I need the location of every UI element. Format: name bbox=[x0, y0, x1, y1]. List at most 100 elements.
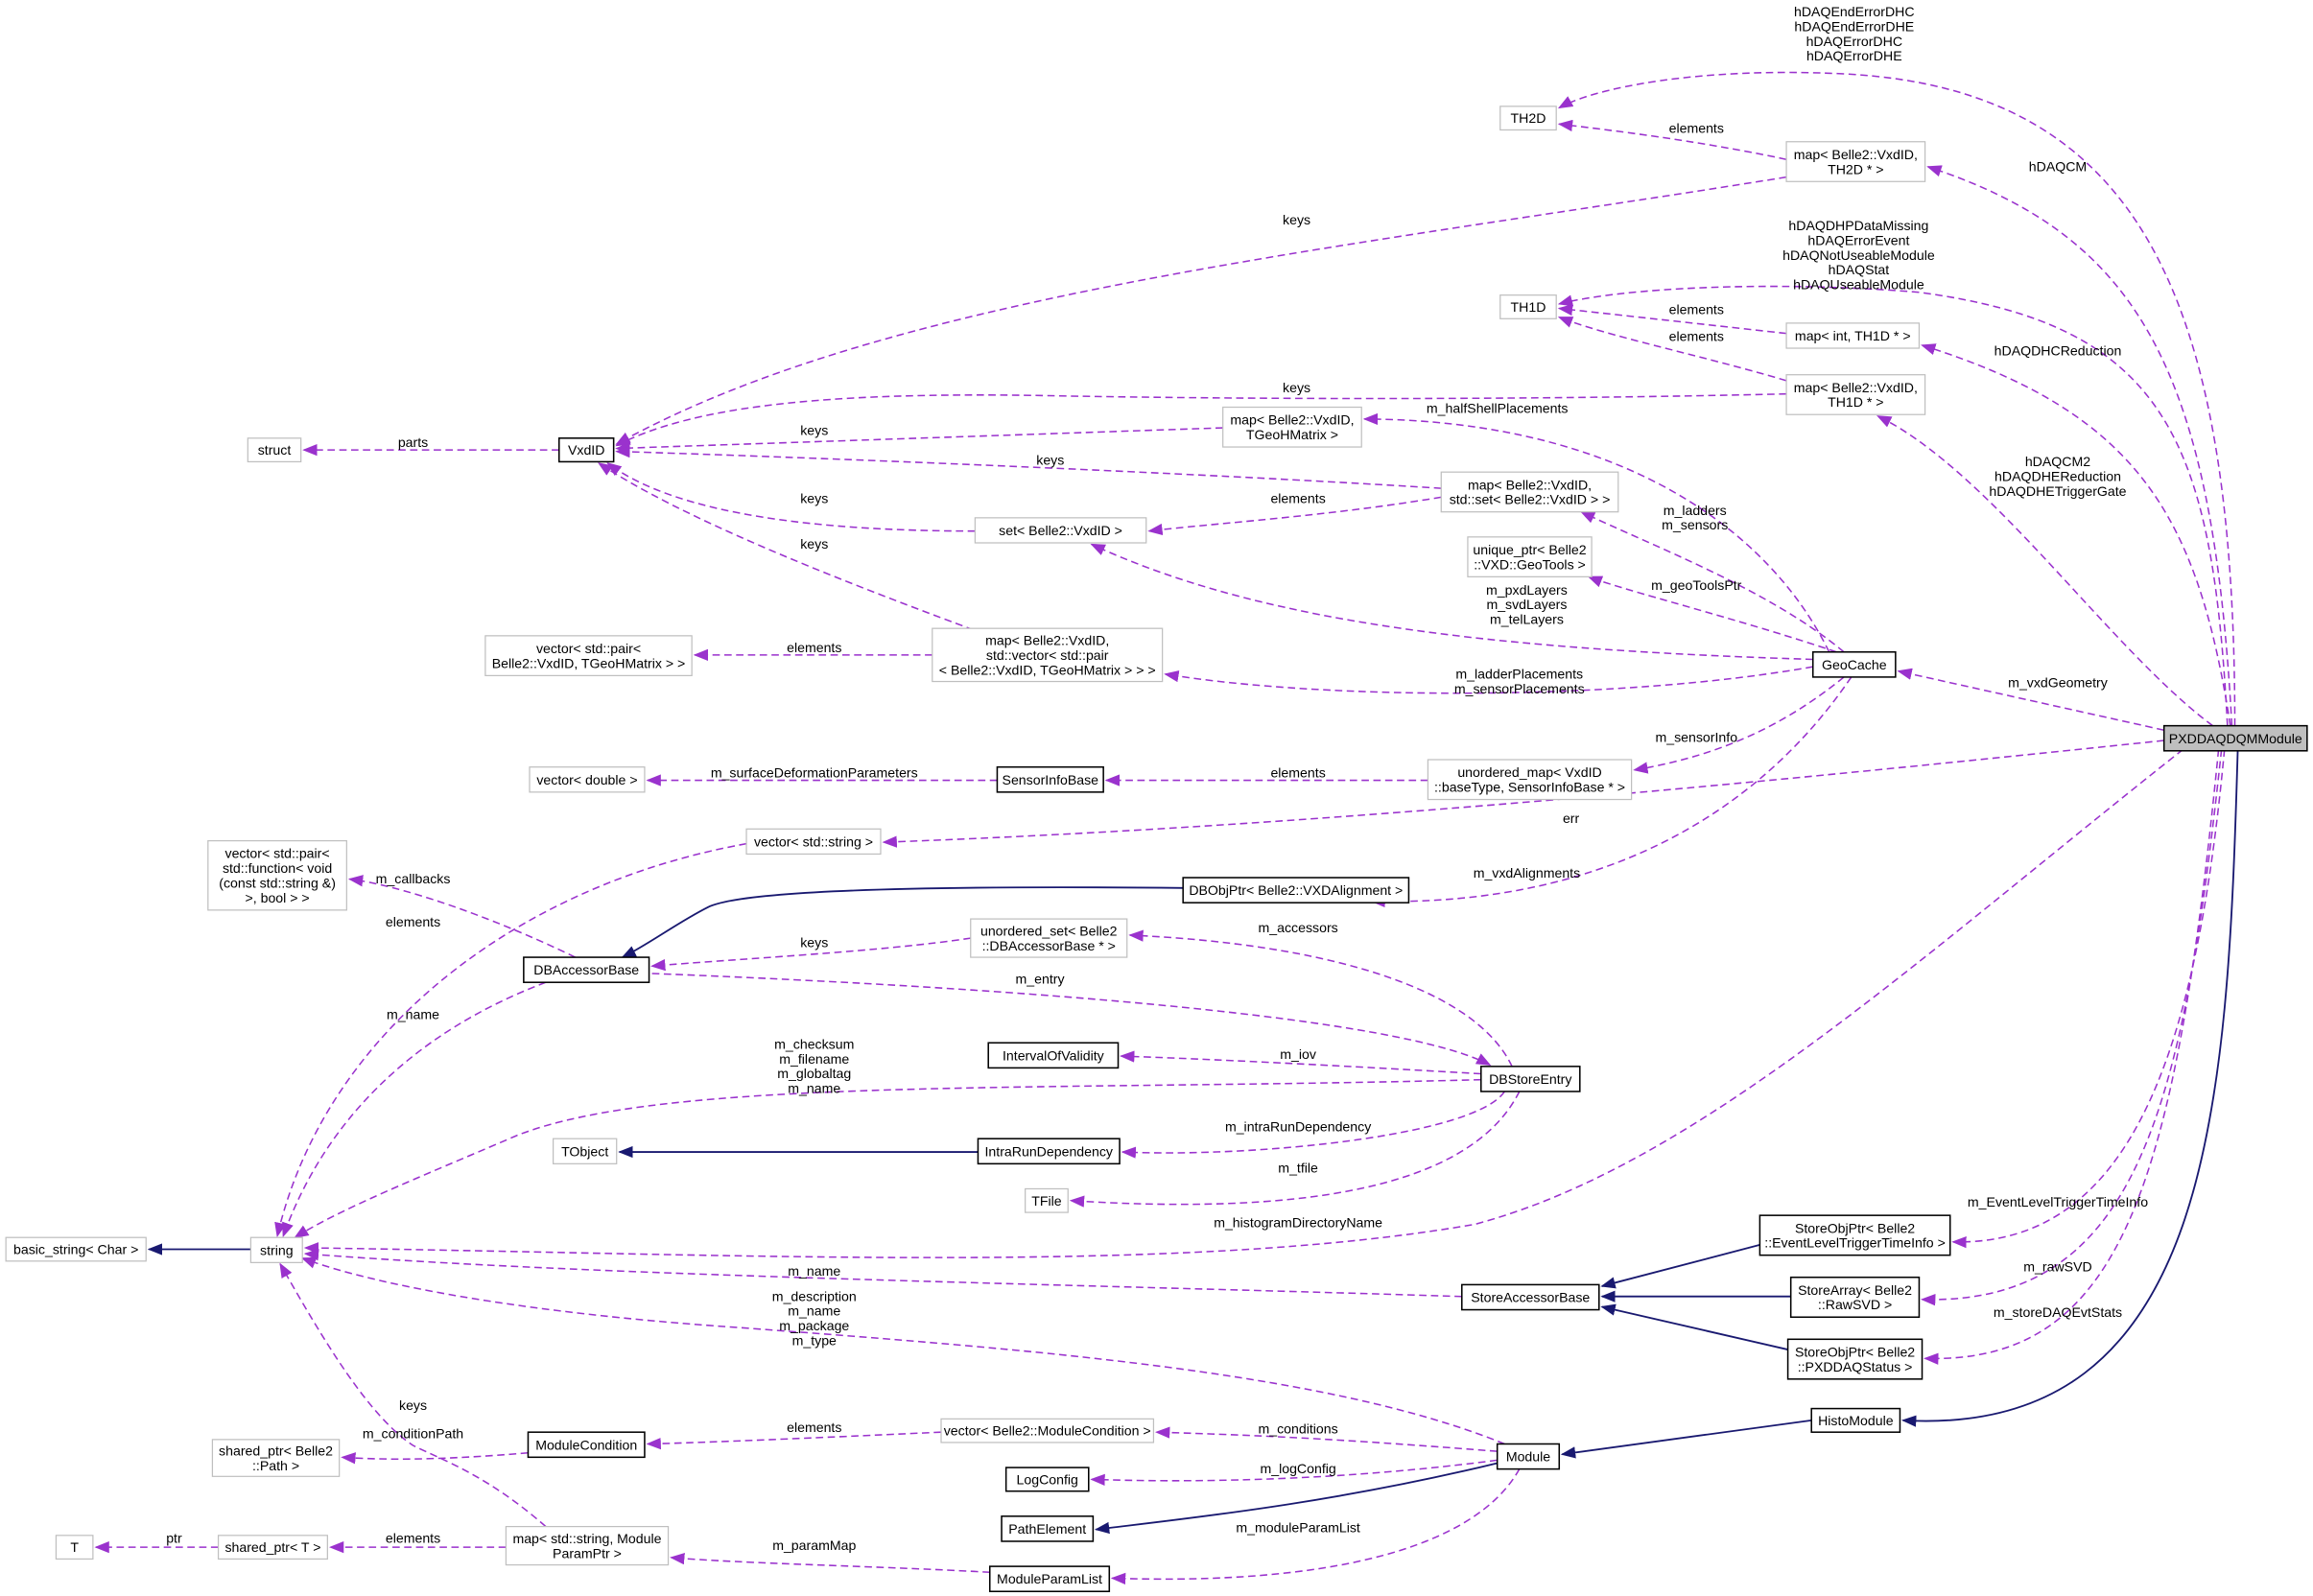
class-node-set_vxd[interactable]: set< Belle2::VxdID > bbox=[974, 517, 1147, 544]
class-node-pathelement[interactable]: PathElement bbox=[1001, 1515, 1095, 1542]
class-node-label-line: ::Path > bbox=[252, 1458, 299, 1473]
class-node-label-line: ::DBAccessorBase * > bbox=[982, 938, 1116, 953]
class-node-storeaccessorbase[interactable]: StoreAccessorBase bbox=[1461, 1283, 1600, 1311]
usage-edge-unordered_set_dba-to-dbaccessorbase bbox=[650, 937, 971, 972]
class-node-map_vxd_set[interactable]: map< Belle2::VxdID,std::set< Belle2::Vxd… bbox=[1440, 471, 1619, 513]
class-node-geocache[interactable]: GeoCache bbox=[1811, 651, 1897, 678]
edge-label-dbstoreentry-to-tfile: m_tfile bbox=[1278, 1161, 1318, 1176]
class-node-box bbox=[217, 1535, 328, 1561]
class-node-label-line: < Belle2::VxdID, TGeoHMatrix > > > bbox=[939, 662, 1156, 677]
class-node-histomodule[interactable]: HistoModule bbox=[1810, 1407, 1901, 1433]
class-node-struct[interactable]: struct bbox=[247, 437, 302, 463]
edge-label-map_string_param-to-string: keys bbox=[399, 1397, 427, 1413]
usage-edge-pxd-to-storearray_rawsvd bbox=[1920, 749, 2223, 1306]
edge-label-map_vxd_set-to-vxdid: keys bbox=[1036, 452, 1064, 467]
class-node-map_vxd_th2d[interactable]: map< Belle2::VxdID,TH2D * > bbox=[1785, 141, 1926, 182]
class-node-logconfig[interactable]: LogConfig bbox=[1004, 1467, 1090, 1492]
class-node-box bbox=[1785, 374, 1926, 415]
class-node-label: map< Belle2::VxdID,TH1D * > bbox=[1794, 380, 1918, 410]
class-node-moduleparamlist[interactable]: ModuleParamList bbox=[988, 1565, 1111, 1593]
class-node-label: vector< std::string > bbox=[754, 833, 873, 849]
class-node-unordered_set_dba[interactable]: unordered_set< Belle2::DBAccessorBase * … bbox=[970, 918, 1128, 958]
class-node-string[interactable]: string bbox=[249, 1236, 303, 1263]
edge-label-line: m_pxdLayers bbox=[1486, 582, 1568, 598]
class-node-unique_geotools[interactable]: unique_ptr< Belle2::VXD::GeoTools > bbox=[1467, 536, 1593, 577]
class-node-label-line: vector< std::pair< bbox=[536, 641, 641, 656]
usage-edge-map_vxd_set-to-vxdid bbox=[615, 445, 1442, 489]
class-node-label: map< Belle2::VxdID,std::set< Belle2::Vxd… bbox=[1450, 477, 1611, 506]
class-node-map_int_th1d[interactable]: map< int, TH1D * > bbox=[1785, 322, 1921, 349]
class-node-unordered_map_sensor[interactable]: unordered_map< VxdID::baseType, SensorIn… bbox=[1427, 759, 1633, 801]
class-node-label-line: IntervalOfValidity bbox=[1003, 1047, 1105, 1063]
class-node-label: LogConfig bbox=[1017, 1471, 1078, 1487]
class-node-label: TH2D bbox=[1511, 110, 1546, 126]
class-node-box bbox=[1786, 1338, 1924, 1380]
edge-label-vector_string-to-string: elements bbox=[386, 914, 440, 929]
class-node-label-line: ::PXDDAQStatus > bbox=[1798, 1359, 1913, 1374]
class-node-map_vxd_th1d[interactable]: map< Belle2::VxdID,TH1D * > bbox=[1785, 374, 1926, 415]
class-node-label: vector< std::pair<Belle2::VxdID, TGeoHMa… bbox=[492, 641, 685, 670]
class-node-label: vector< std::pair<std::function< void(co… bbox=[219, 846, 336, 905]
edge-label-line: hDAQCM bbox=[2029, 159, 2087, 175]
class-node-dbstoreentry[interactable]: DBStoreEntry bbox=[1480, 1066, 1581, 1092]
class-node-label-line: std::vector< std::pair bbox=[986, 647, 1109, 663]
class-node-intrarun[interactable]: IntraRunDependency bbox=[977, 1138, 1121, 1165]
class-node-label: map< Belle2::VxdID,TGeoHMatrix > bbox=[1230, 412, 1354, 442]
edge-label-line: hDAQDHEReduction bbox=[1994, 468, 2121, 483]
edge-label-module-to-logconfig: m_logConfig bbox=[1260, 1461, 1335, 1476]
class-node-label: VxdID bbox=[568, 442, 604, 458]
class-node-label-line: StoreArray< Belle2 bbox=[1798, 1282, 1912, 1298]
edge-label-line: elements bbox=[1669, 302, 1724, 317]
class-node-shared_path[interactable]: shared_ptr< Belle2::Path > bbox=[211, 1439, 341, 1477]
class-node-vector_pair_tgeo[interactable]: vector< std::pair<Belle2::VxdID, TGeoHMa… bbox=[484, 635, 693, 676]
class-node-module[interactable]: Module bbox=[1496, 1443, 1561, 1470]
edge-label-line: m_telLayers bbox=[1490, 612, 1564, 627]
class-node-storeobj_eltti[interactable]: StoreObjPtr< Belle2::EventLevelTriggerTi… bbox=[1758, 1214, 1951, 1256]
class-node-storearray_rawsvd[interactable]: StoreArray< Belle2::RawSVD > bbox=[1789, 1276, 1921, 1319]
class-node-t[interactable]: T bbox=[55, 1535, 94, 1561]
edge-label-line: keys bbox=[800, 934, 828, 950]
class-node-shared_t[interactable]: shared_ptr< T > bbox=[217, 1535, 328, 1561]
class-node-label-line: >, bool > > bbox=[245, 890, 309, 905]
class-node-sensorinfobase[interactable]: SensorInfoBase bbox=[996, 765, 1104, 793]
class-node-dbaccessorbase[interactable]: DBAccessorBase bbox=[523, 956, 650, 983]
class-node-vector_string[interactable]: vector< std::string > bbox=[745, 828, 882, 856]
edge-label-line: parts bbox=[398, 434, 428, 450]
usage-edge-map_vxd_th2d-to-th2d bbox=[1557, 119, 1787, 160]
class-node-box bbox=[1480, 1066, 1581, 1092]
class-node-tobject[interactable]: TObject bbox=[552, 1138, 618, 1164]
class-node-map_vxd_tgeo[interactable]: map< Belle2::VxdID,TGeoHMatrix > bbox=[1222, 406, 1362, 448]
class-node-th1d[interactable]: TH1D bbox=[1499, 294, 1557, 319]
class-node-storeobj_pxddaq[interactable]: StoreObjPtr< Belle2::PXDDAQStatus > bbox=[1786, 1338, 1924, 1380]
class-node-label-line: SensorInfoBase bbox=[1003, 772, 1099, 787]
class-node-basic_string[interactable]: basic_string< Char > bbox=[5, 1236, 147, 1262]
edge-label-dbaccessorbase-to-string: m_name bbox=[387, 1007, 439, 1022]
class-node-vector_modcond[interactable]: vector< Belle2::ModuleCondition > bbox=[940, 1418, 1155, 1443]
class-node-vxdid[interactable]: VxdID bbox=[557, 437, 615, 463]
edge-label-line: m_sensors bbox=[1662, 517, 1728, 532]
class-node-vector_double[interactable]: vector< double > bbox=[529, 766, 646, 793]
class-node-pxd[interactable]: PXDDAQDQMModule bbox=[2162, 724, 2308, 752]
usage-edge-map_string_param-to-string bbox=[279, 1262, 547, 1528]
edge-label-line: m_moduleParamList bbox=[1236, 1520, 1360, 1536]
class-node-iov[interactable]: IntervalOfValidity bbox=[987, 1042, 1120, 1069]
class-node-label-line: HistoModule bbox=[1818, 1413, 1894, 1428]
edge-label-line: m_sensorInfo bbox=[1655, 730, 1737, 745]
usage-edge-vector_modcond-to-modulecondition bbox=[646, 1431, 942, 1450]
class-node-tfile[interactable]: TFile bbox=[1025, 1187, 1069, 1213]
class-node-label-line: set< Belle2::VxdID > bbox=[999, 523, 1122, 538]
edge-label-line: m_logConfig bbox=[1260, 1461, 1335, 1476]
class-node-modulecondition[interactable]: ModuleCondition bbox=[527, 1431, 646, 1459]
class-node-map_vxd_vector[interactable]: map< Belle2::VxdID,std::vector< std::pai… bbox=[932, 627, 1164, 683]
usage-edge-geocache-to-map_vxd_set bbox=[1579, 511, 1845, 653]
class-node-box bbox=[1499, 106, 1557, 131]
class-node-dbobjptr[interactable]: DBObjPtr< Belle2::VXDAlignment > bbox=[1182, 877, 1410, 904]
class-node-th2d[interactable]: TH2D bbox=[1499, 106, 1557, 131]
class-node-vector_callbacks[interactable]: vector< std::pair<std::function< void(co… bbox=[207, 839, 347, 911]
class-node-label-line: std::set< Belle2::VxdID > > bbox=[1450, 492, 1611, 507]
class-node-label: SensorInfoBase bbox=[1003, 772, 1099, 787]
usage-edge-map_vxd_th2d-to-vxdid bbox=[615, 176, 1787, 445]
